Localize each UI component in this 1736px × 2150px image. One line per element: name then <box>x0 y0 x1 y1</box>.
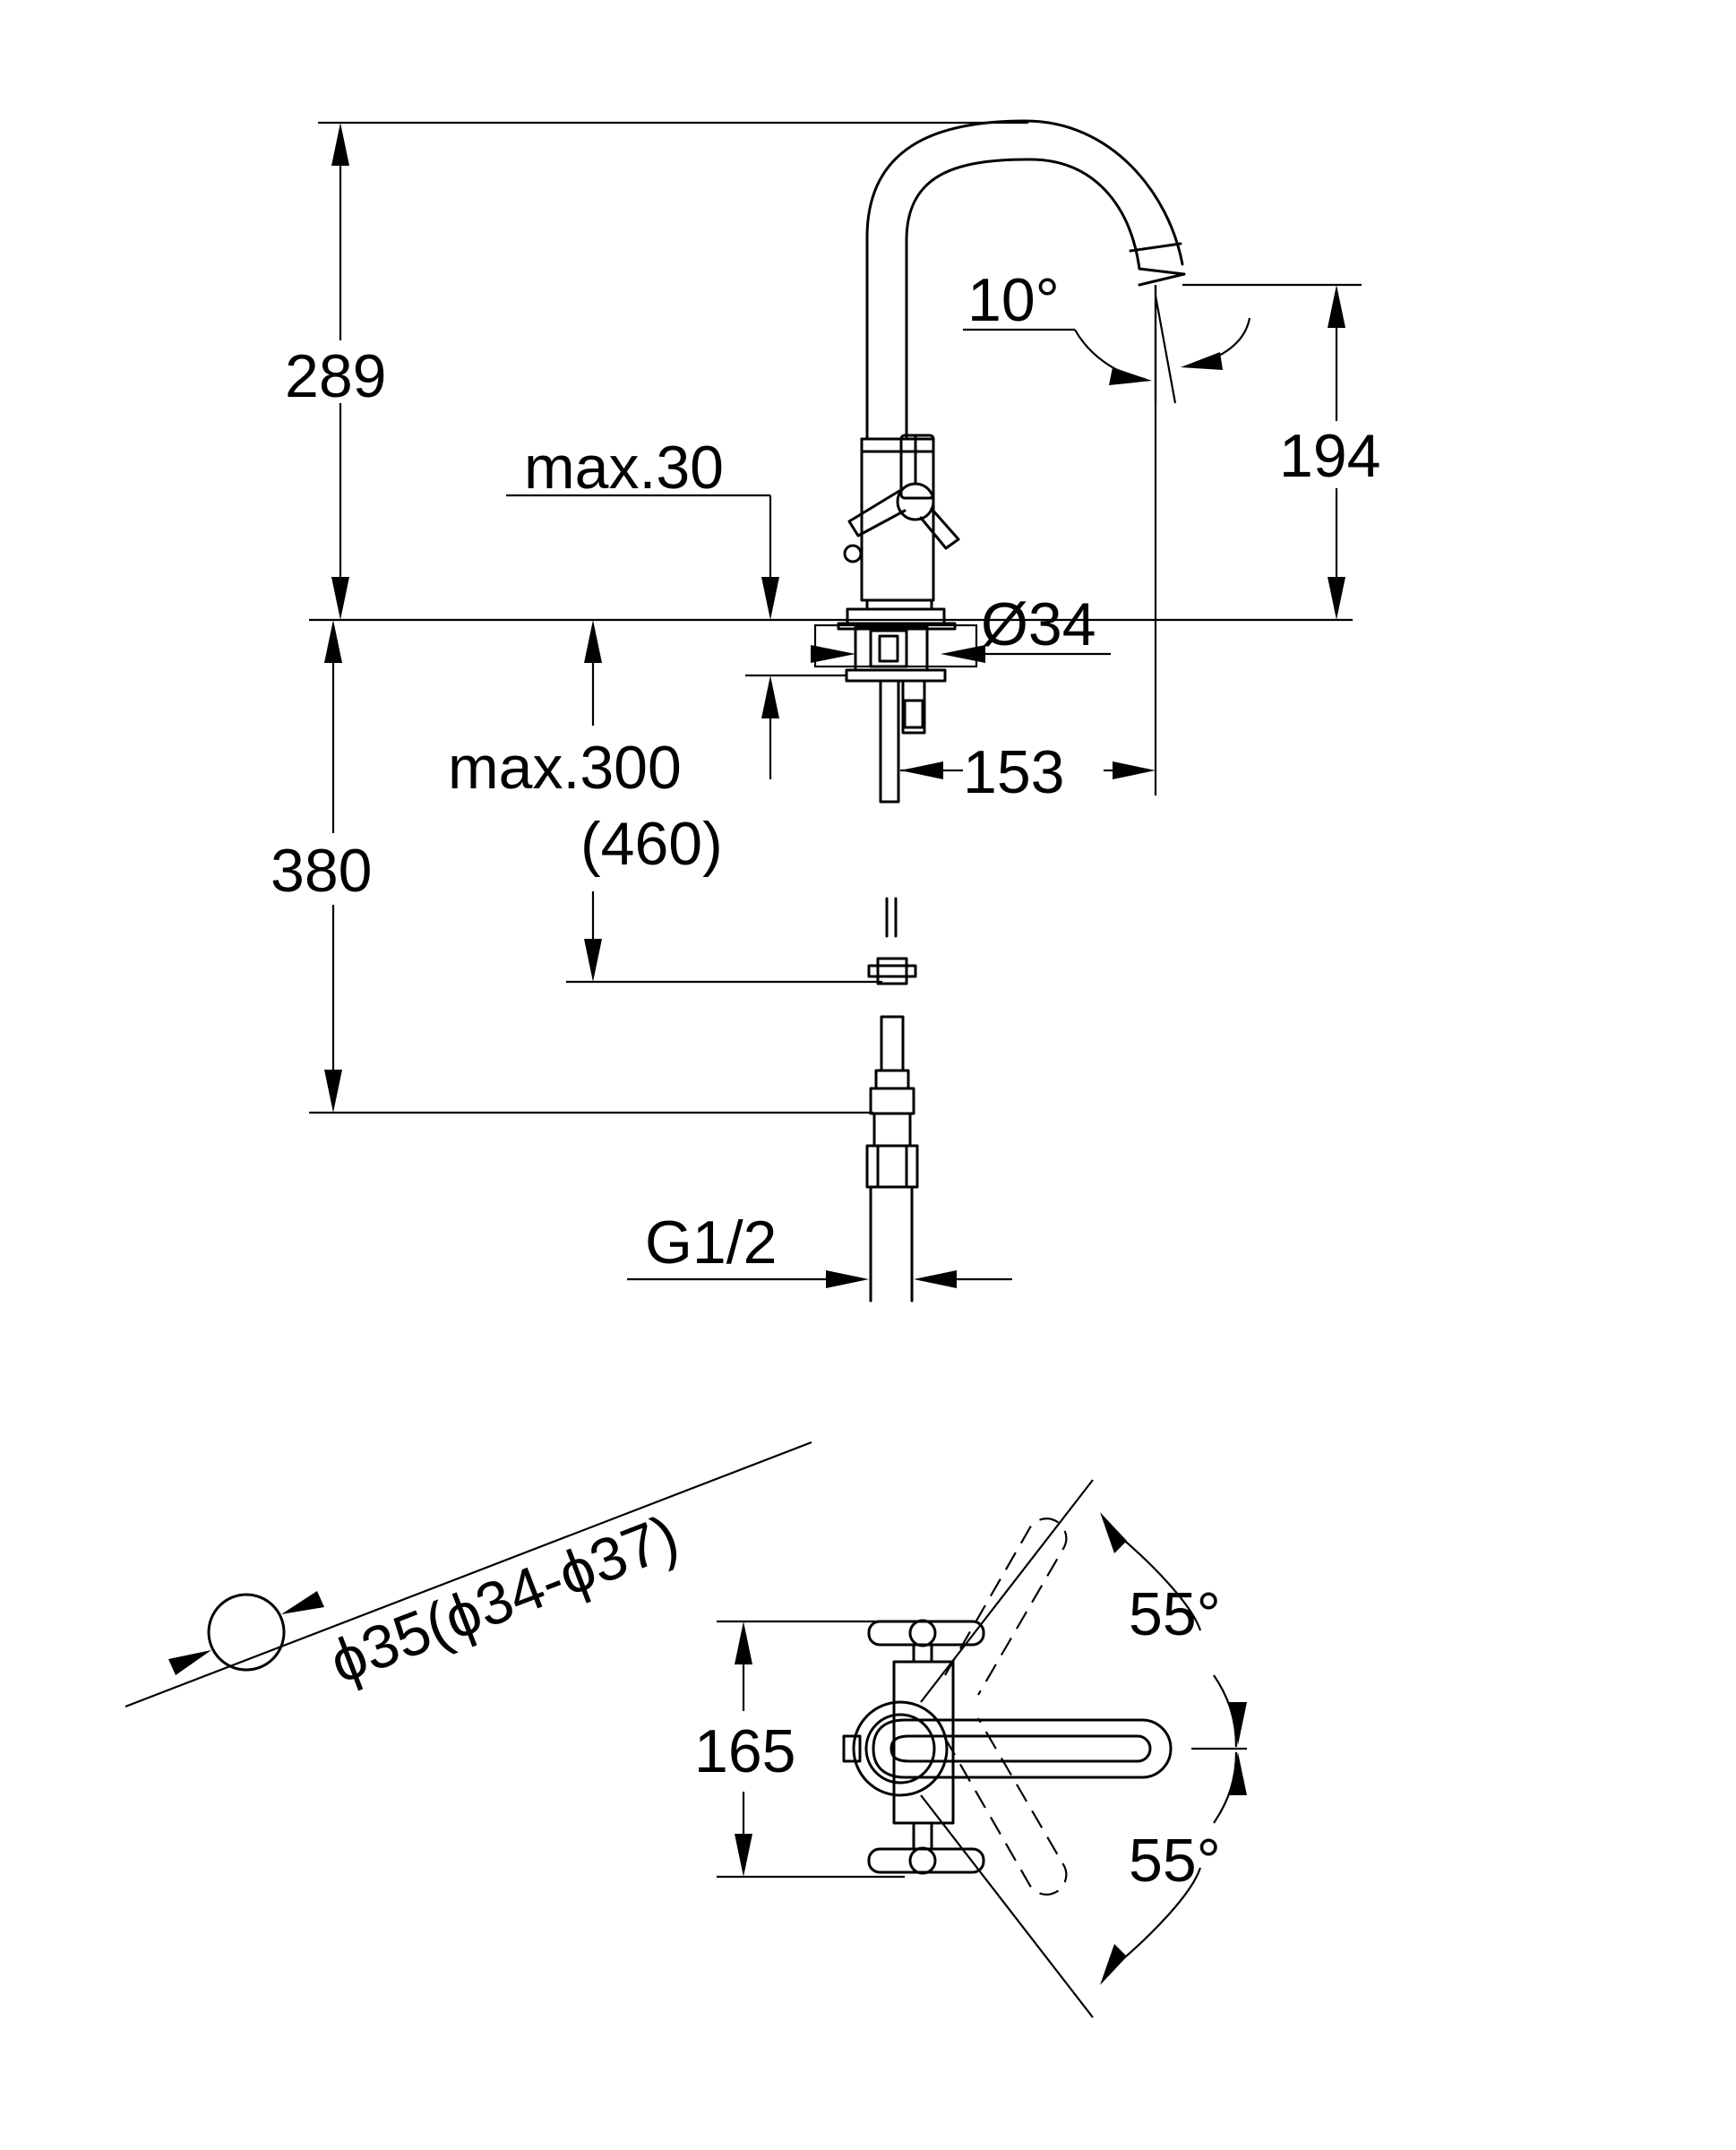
label-d34: Ø34 <box>981 590 1096 658</box>
label-165: 165 <box>694 1717 795 1785</box>
faucet-side-view <box>813 119 1186 804</box>
dim-g12: G1/2 <box>627 1208 1012 1288</box>
label-swivel-up: 55° <box>1129 1580 1221 1648</box>
label-153: 153 <box>963 738 1064 806</box>
faucet-top-view <box>842 1518 1173 1896</box>
label-380: 380 <box>271 837 372 905</box>
label-swivel-down: 55° <box>1129 1827 1221 1895</box>
dim-10deg: 10° <box>963 266 1251 404</box>
mounting-hole <box>207 1593 286 1672</box>
dim-swivel: 55° 55° <box>920 1479 1247 2018</box>
label-460: (460) <box>580 810 723 878</box>
label-max300: max.300 <box>448 734 682 802</box>
label-289: 289 <box>285 342 386 410</box>
label-hole-diameter: ϕ35(ϕ34-ϕ37) <box>321 1501 687 1697</box>
hole-diameter-view: ϕ35(ϕ34-ϕ37) <box>125 1440 812 1708</box>
label-194: 194 <box>1279 422 1380 490</box>
dim-max30: max.30 <box>506 434 847 779</box>
cross-handle <box>847 434 960 550</box>
dim-380: 380 <box>271 620 372 1113</box>
label-max30: max.30 <box>524 434 724 502</box>
dim-153: 153 <box>900 285 1157 806</box>
dim-194: 194 <box>1279 285 1380 620</box>
dim-165: 165 <box>694 1620 905 1879</box>
dim-289: 289 <box>285 123 386 620</box>
dim-max300: max.300 (460) <box>448 620 882 984</box>
supply-hose <box>865 897 919 1303</box>
label-10deg: 10° <box>967 266 1060 334</box>
dim-d34: Ø34 <box>811 590 1111 663</box>
label-g12: G1/2 <box>645 1208 777 1277</box>
